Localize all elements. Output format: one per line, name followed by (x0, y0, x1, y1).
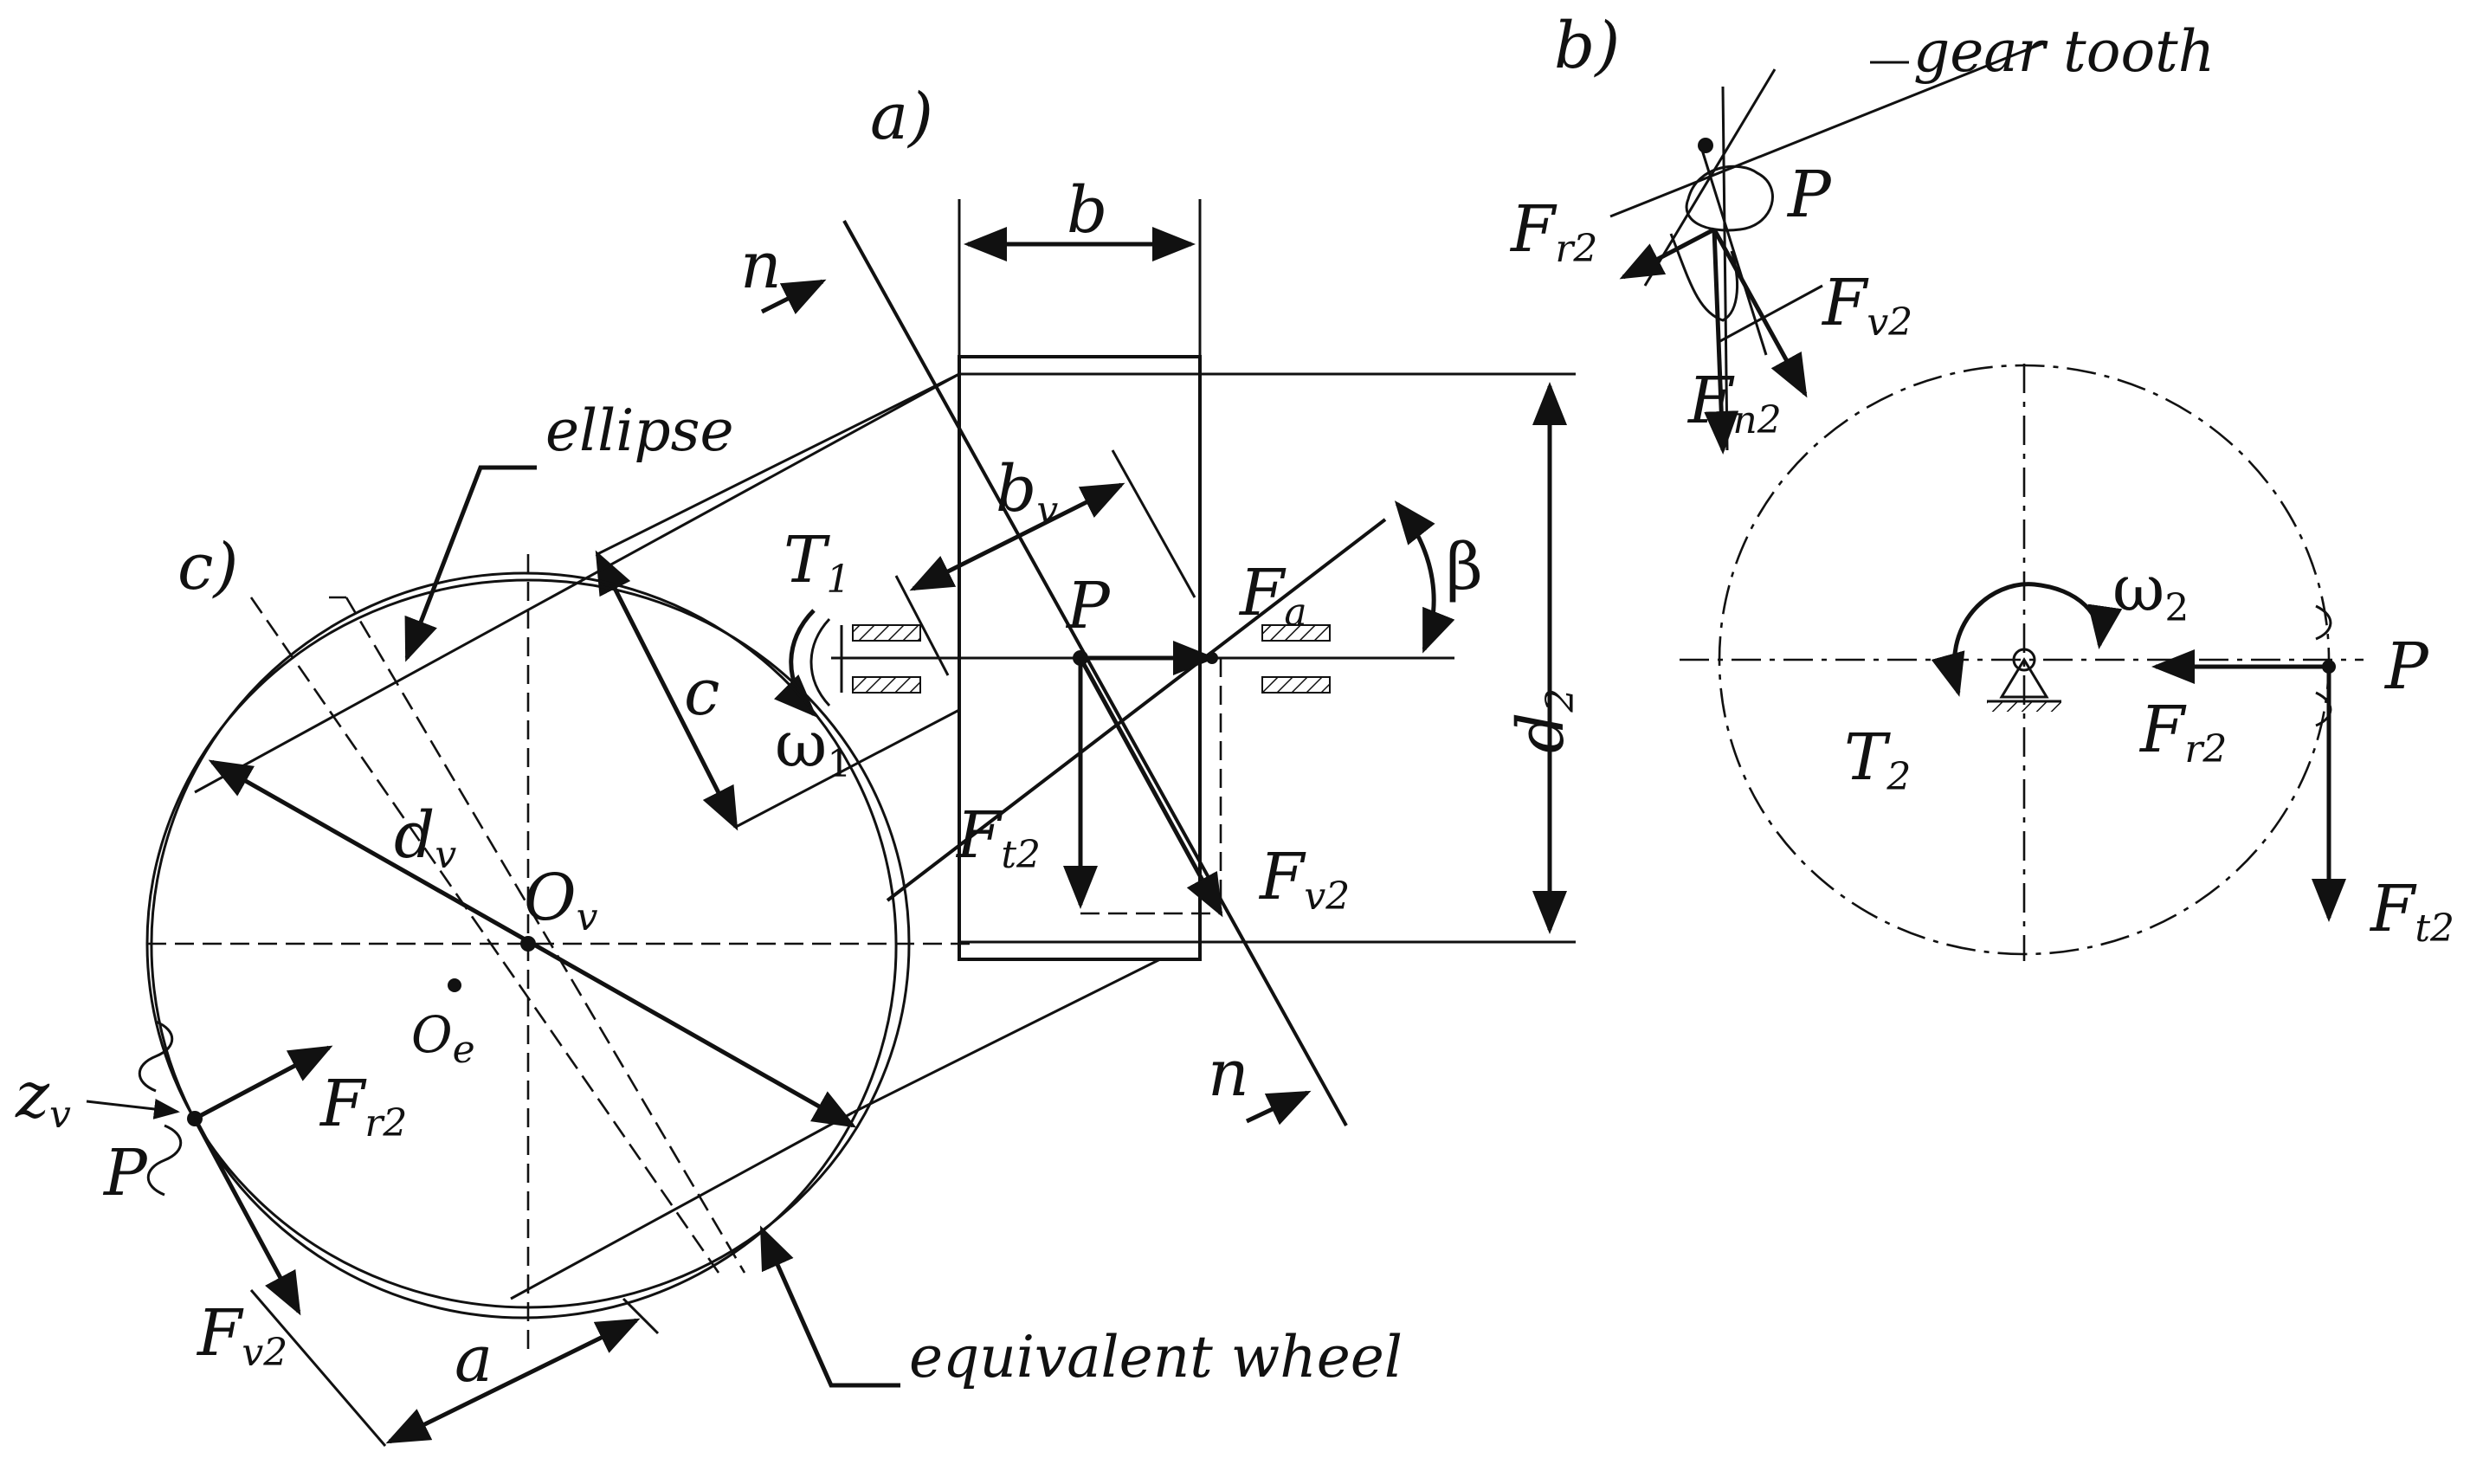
pivot-ground-hatch (1987, 701, 2061, 712)
beta-angle-arc (1394, 500, 1455, 654)
right-bearing-top (1261, 624, 1331, 642)
fv2-label-c: Fv2 (196, 1296, 287, 1375)
p-label-b: P (2383, 629, 2429, 704)
fv2-arrow-c (192, 1117, 301, 1316)
omega1-rotation-arc (809, 617, 831, 707)
ft2-label-b: Ft2 (2369, 872, 2454, 951)
bv-extension-right (1111, 449, 1196, 598)
b-label: b (1067, 173, 1107, 248)
gear-teeth-sketch-c (138, 1020, 183, 1197)
fn2-label-tooth: Fn2 (1686, 364, 1782, 442)
panel-c-ellipse (86, 372, 1161, 1447)
beta-label: β (1446, 530, 1483, 604)
zv-label: zv (15, 1058, 71, 1137)
fv2-label-a: Fv2 (1258, 840, 1350, 919)
a-extension-right (622, 1297, 660, 1335)
a-extension-left (249, 1289, 387, 1447)
fa-label: Fa (1238, 556, 1307, 635)
p-label-tooth: P (1786, 158, 1832, 232)
left-bearing-top (852, 624, 921, 642)
fv2-force-arrow (1078, 656, 1223, 918)
tooth-top-point (1698, 138, 1713, 153)
d2-label: d2 (1504, 688, 1583, 753)
bv-dimension-arrow (909, 482, 1125, 591)
fr2-label-b: Fr2 (2138, 693, 2227, 771)
equivalent-wheel-leader (759, 1225, 900, 1388)
dashed-diagonal-1 (249, 597, 720, 1274)
omega2-rotation-arrow (1931, 582, 2123, 697)
fv2-arrow-tooth (1712, 228, 1808, 398)
omega1-label: ω1 (775, 707, 851, 786)
n-arrow-top (760, 279, 827, 315)
panel-label-b: b) (1554, 9, 1620, 83)
fa-point (1206, 652, 1218, 664)
ellipse-label: ellipse (545, 397, 734, 464)
dv-label: dv (394, 798, 456, 877)
left-bearing-bottom (852, 676, 921, 694)
a-label: a (455, 1322, 493, 1397)
helix-line (886, 518, 1387, 902)
tangent-ellipse-bottom (510, 1111, 854, 1300)
p-label-c: P (102, 1136, 148, 1210)
tooth-normal-line (1699, 146, 1768, 356)
t1-label: T1 (784, 523, 850, 602)
c-label: c (684, 655, 719, 730)
ov-center-point (520, 936, 536, 952)
bv-extension-left (894, 575, 950, 676)
panel-b-pitch-circle (1609, 42, 2364, 961)
fr2-arrow-c (193, 1045, 333, 1121)
ov-label: Ov (524, 861, 598, 939)
n-label-bottom: n (1208, 1036, 1249, 1111)
bv-label: bv (996, 452, 1058, 532)
zv-leader (86, 1099, 180, 1119)
n-n-line (842, 220, 1348, 1126)
n-arrow-bottom (1245, 1090, 1312, 1126)
p-label-a: P (1065, 569, 1111, 643)
n-label-top: n (740, 229, 782, 303)
equivalent-wheel-label: equivalent wheel (909, 1324, 1403, 1390)
labels: a) b) c) gear tooth ellipse equivalent w… (15, 9, 2454, 1397)
gear-tooth-label: gear tooth (1913, 18, 2215, 85)
ft2-label-a: Ft2 (955, 798, 1041, 877)
tangent-bottom (852, 958, 1161, 1114)
tooth-tangent-line (1609, 42, 2044, 218)
fr2-arrow-tooth (1619, 227, 1716, 280)
omega2-label: ω2 (2112, 552, 2189, 630)
gear-tooth-shape (1685, 165, 1774, 232)
panel-label-a: a) (870, 80, 933, 154)
tangent-upper (597, 372, 960, 556)
t2-label: T2 (1844, 720, 1911, 799)
panel-label-c: c) (177, 530, 238, 604)
tooth-lower-tangent (1718, 284, 1823, 344)
oe-center-point (448, 978, 461, 992)
oe-label: Oe (411, 1005, 475, 1072)
a-dimension-arrow (385, 1318, 641, 1444)
fr2-label-c: Fr2 (319, 1067, 407, 1145)
panel-a-gear (595, 199, 1576, 1126)
right-bearing-bottom (1261, 676, 1331, 694)
gear-tooth-shape-2 (1669, 233, 1739, 322)
t1-rotation-arrow (774, 609, 817, 718)
fn2-arrow-tooth (1704, 229, 1739, 455)
fr2-label-tooth: Fr2 (1509, 192, 1597, 271)
ellipse-leader (404, 465, 537, 662)
tooth-vertical-line (1721, 86, 1729, 451)
fv2-label-tooth: Fv2 (1821, 266, 1912, 345)
